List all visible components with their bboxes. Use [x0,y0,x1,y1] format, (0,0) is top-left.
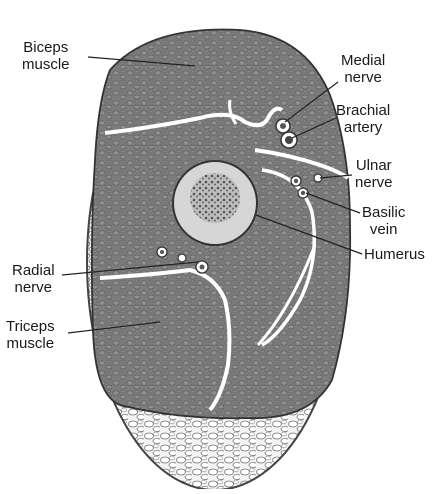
label-medial-nerve: Medial nerve [341,52,385,86]
label-radial-nerve-line2: nerve [12,279,55,296]
label-radial-nerve: Radial nerve [12,262,55,296]
label-triceps-muscle: Triceps muscle [6,318,55,352]
label-medial-nerve-line1: Medial [341,52,385,69]
label-basilic-vein-line2: vein [362,221,405,238]
label-biceps-line1: Biceps [22,39,70,56]
label-humerus-line1: Humerus [364,246,425,263]
label-radial-nerve-line1: Radial [12,262,55,279]
humerus-marrow [190,173,240,223]
label-ulnar-nerve-line1: Ulnar [355,157,393,174]
label-biceps-line2: muscle [22,56,70,73]
label-basilic-vein: Basilic vein [362,204,405,238]
label-triceps-line2: muscle [6,335,55,352]
label-ulnar-nerve-line2: nerve [355,174,393,191]
label-brachial-artery: Brachial artery [336,102,390,136]
label-ulnar-nerve: Ulnar nerve [355,157,393,191]
label-basilic-vein-line1: Basilic [362,204,405,221]
label-triceps-line1: Triceps [6,318,55,335]
label-brachial-artery-line1: Brachial [336,102,390,119]
label-brachial-artery-line2: artery [336,119,390,136]
label-humerus: Humerus [364,246,425,263]
label-medial-nerve-line2: nerve [341,69,385,86]
label-biceps-muscle: Biceps muscle [22,39,70,73]
